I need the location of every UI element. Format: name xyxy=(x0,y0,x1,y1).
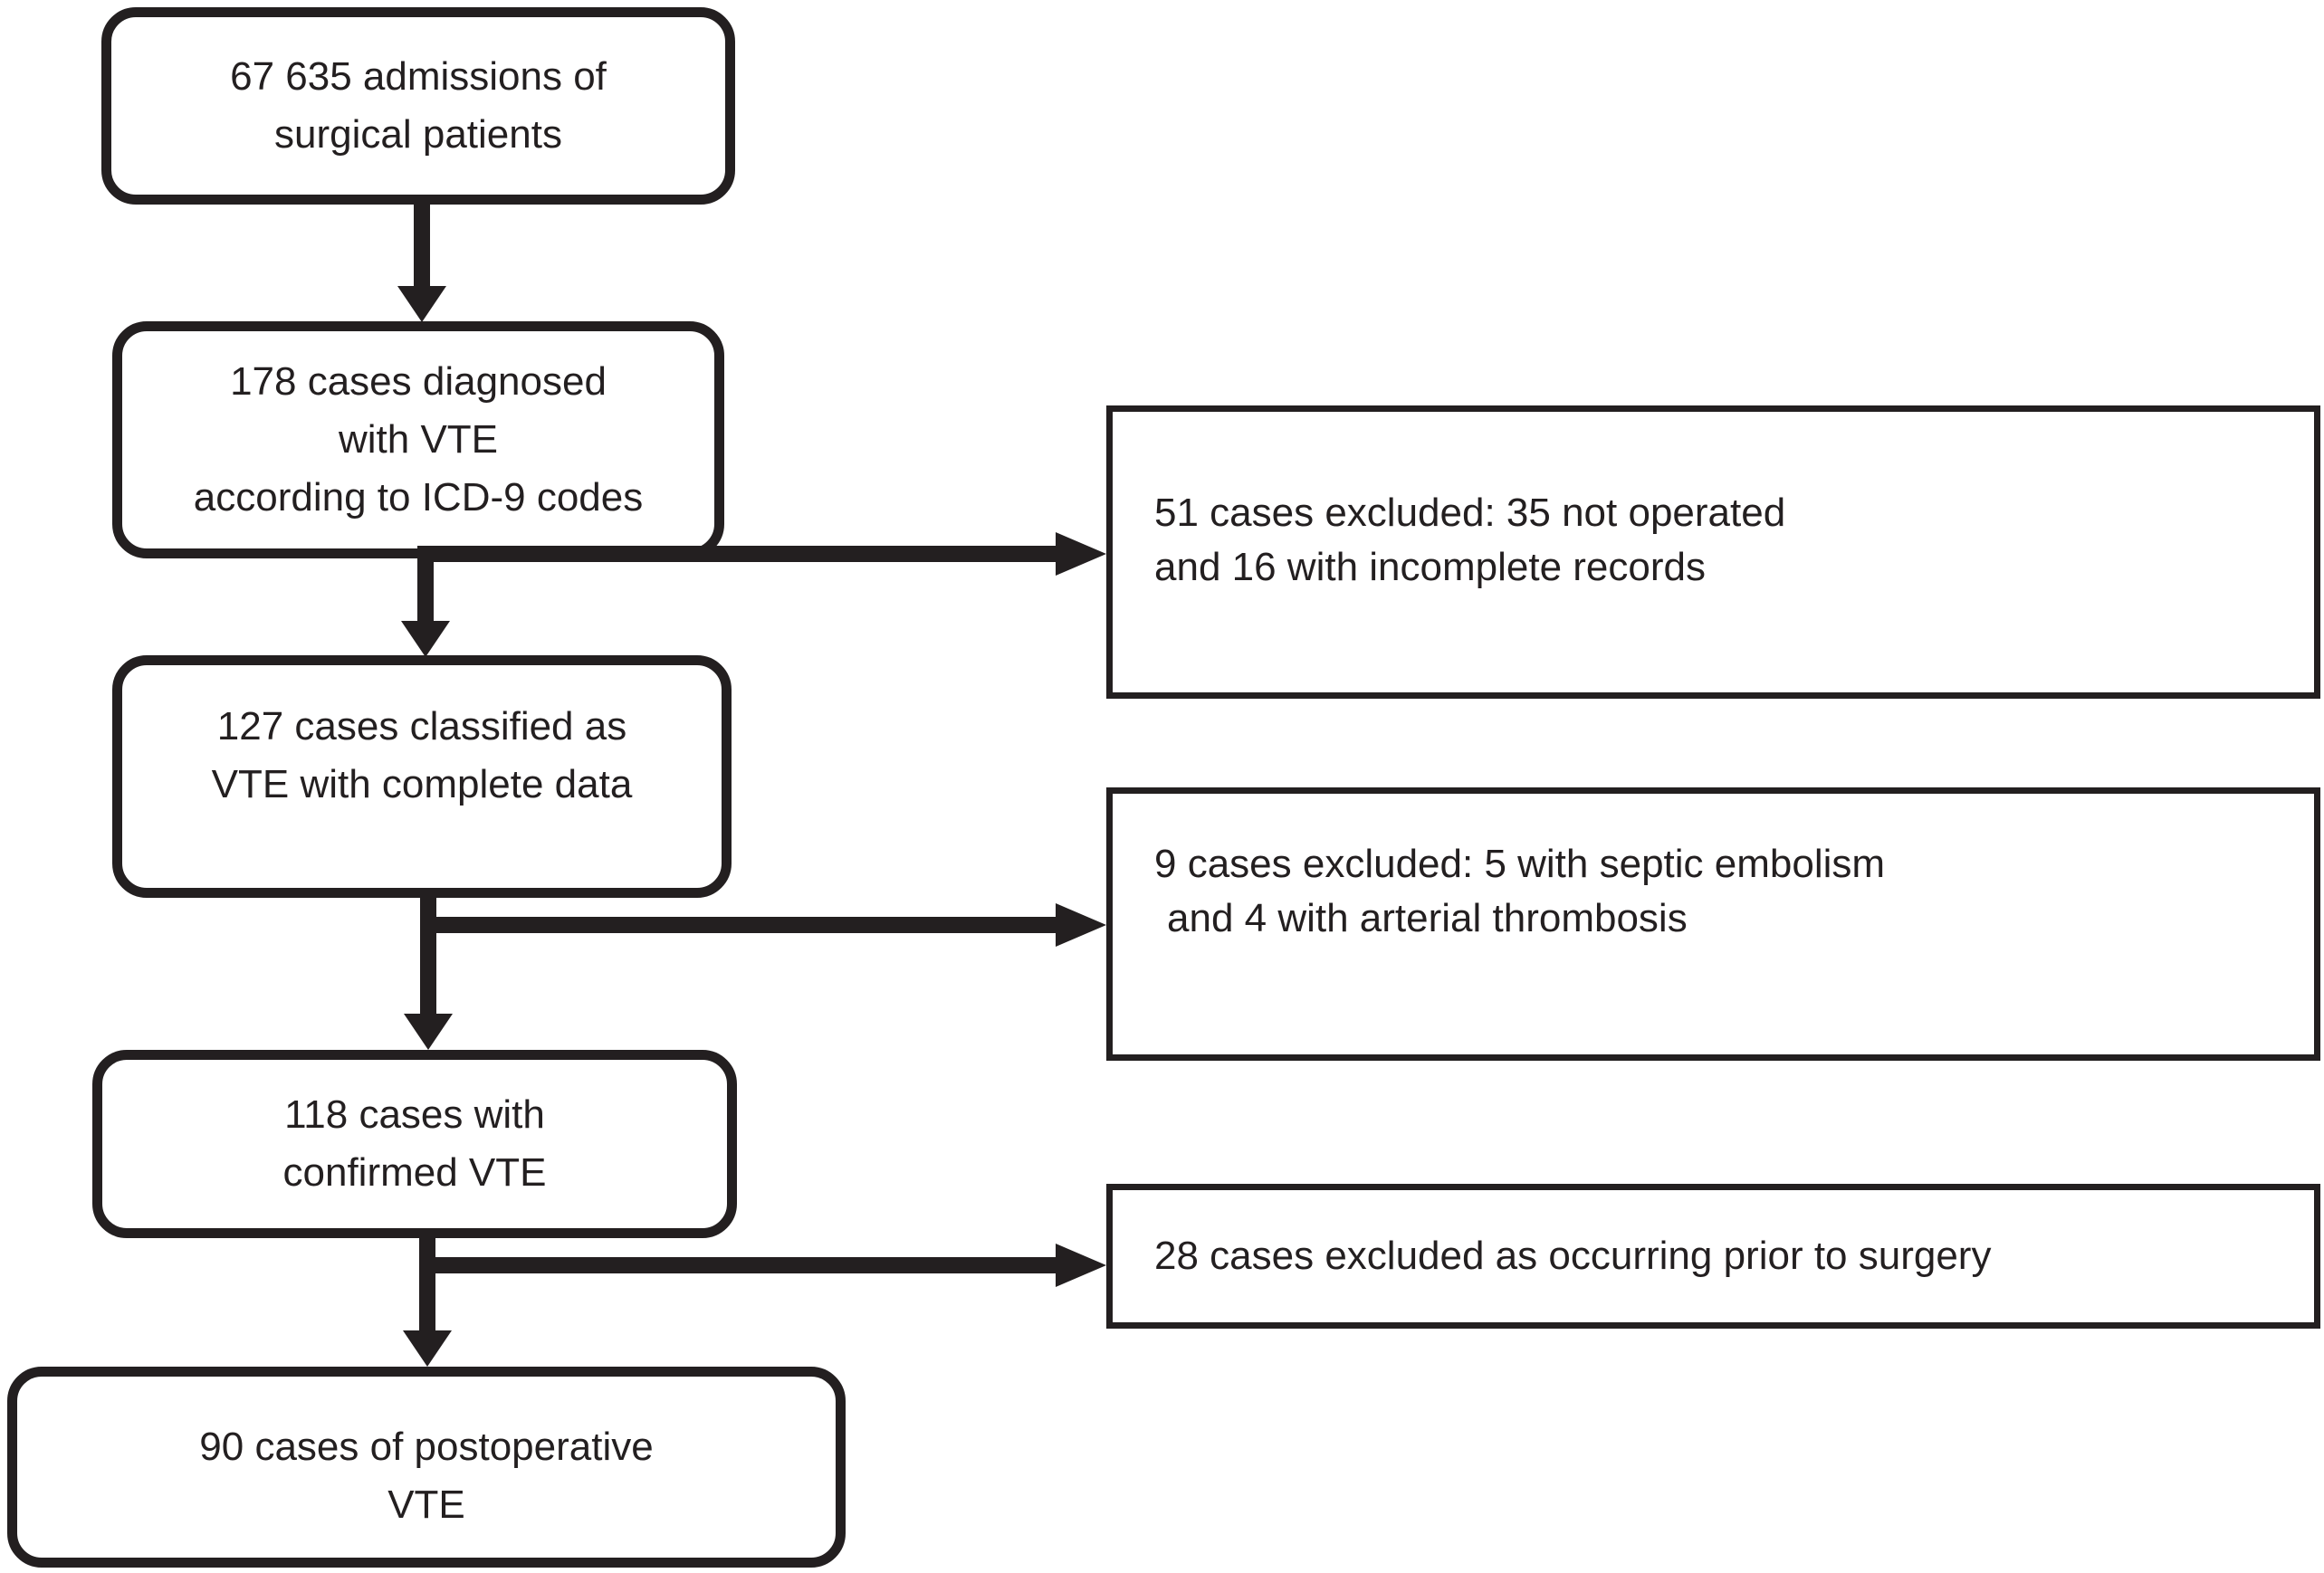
arrow-branch-to-excl-prior xyxy=(419,1257,1057,1273)
arrow-icd9-to-classified-arrowhead xyxy=(401,621,450,657)
arrow-classified-to-confirmed xyxy=(420,896,436,1017)
arrow-classified-to-confirmed-arrowhead xyxy=(404,1014,453,1050)
flow-box-classified-complete-data: 127 cases classified as VTE with complet… xyxy=(112,655,732,898)
flow-box-confirmed-vte: 118 cases with confirmed VTE xyxy=(92,1050,737,1238)
arrow-branch-to-excl-not-operated xyxy=(417,546,1057,562)
exclusion-not-operated-line1: 51 cases excluded: 35 not operated xyxy=(1154,491,1786,535)
flow-box-classified-line1: 127 cases classified as xyxy=(216,704,627,748)
exclusion-septic-line2: and 4 with arterial thrombosis xyxy=(1167,896,1688,940)
flow-box-postoperative-vte: 90 cases of postoperative VTE xyxy=(7,1367,846,1568)
arrow-branch-to-excl-septic-arrowhead xyxy=(1056,903,1106,947)
exclusion-septic-line1: 9 cases excluded: 5 with septic embolism xyxy=(1154,842,1886,886)
arrow-branch-to-excl-not-operated-arrowhead xyxy=(1056,532,1106,576)
flow-box-diagnosed-icd9-line3: according to ICD-9 codes xyxy=(193,475,644,520)
exclusion-not-operated-line2: and 16 with incomplete records xyxy=(1154,545,1706,589)
flow-box-confirmed-line1: 118 cases with xyxy=(284,1092,545,1137)
flow-box-confirmed-line2: confirmed VTE xyxy=(282,1150,547,1195)
flow-box-diagnosed-icd9-line1: 178 cases diagnosed xyxy=(230,359,607,404)
exclusion-prior-line1: 28 cases excluded as occurring prior to … xyxy=(1154,1234,1992,1278)
exclusion-box-prior-to-surgery: 28 cases excluded as occurring prior to … xyxy=(1106,1184,2320,1329)
arrow-branch-to-excl-septic xyxy=(420,917,1057,933)
flow-box-admissions: 67 635 admissions of surgical patients xyxy=(101,7,735,205)
flow-box-classified-line2: VTE with complete data xyxy=(211,762,633,806)
arrow-confirmed-to-postop-arrowhead xyxy=(403,1330,452,1367)
flow-box-admissions-line2: surgical patients xyxy=(274,112,562,157)
arrow-icd9-to-classified xyxy=(417,552,434,624)
flow-box-admissions-line1: 67 635 admissions of xyxy=(230,54,607,99)
flow-box-diagnosed-icd9-line2: with VTE xyxy=(338,417,499,462)
arrow-admissions-to-icd9-arrowhead xyxy=(397,286,446,322)
exclusion-box-septic-arterial: 9 cases excluded: 5 with septic embolism… xyxy=(1106,787,2320,1061)
flow-box-diagnosed-icd9: 178 cases diagnosed with VTE according t… xyxy=(112,321,724,558)
flow-box-postop-line2: VTE xyxy=(387,1482,465,1527)
flow-box-postop-line1: 90 cases of postoperative xyxy=(199,1425,654,1469)
arrow-branch-to-excl-prior-arrowhead xyxy=(1056,1244,1106,1287)
exclusion-box-not-operated: 51 cases excluded: 35 not operated and 1… xyxy=(1106,405,2320,699)
arrow-admissions-to-icd9 xyxy=(414,205,430,288)
arrow-confirmed-to-postop xyxy=(419,1236,435,1334)
